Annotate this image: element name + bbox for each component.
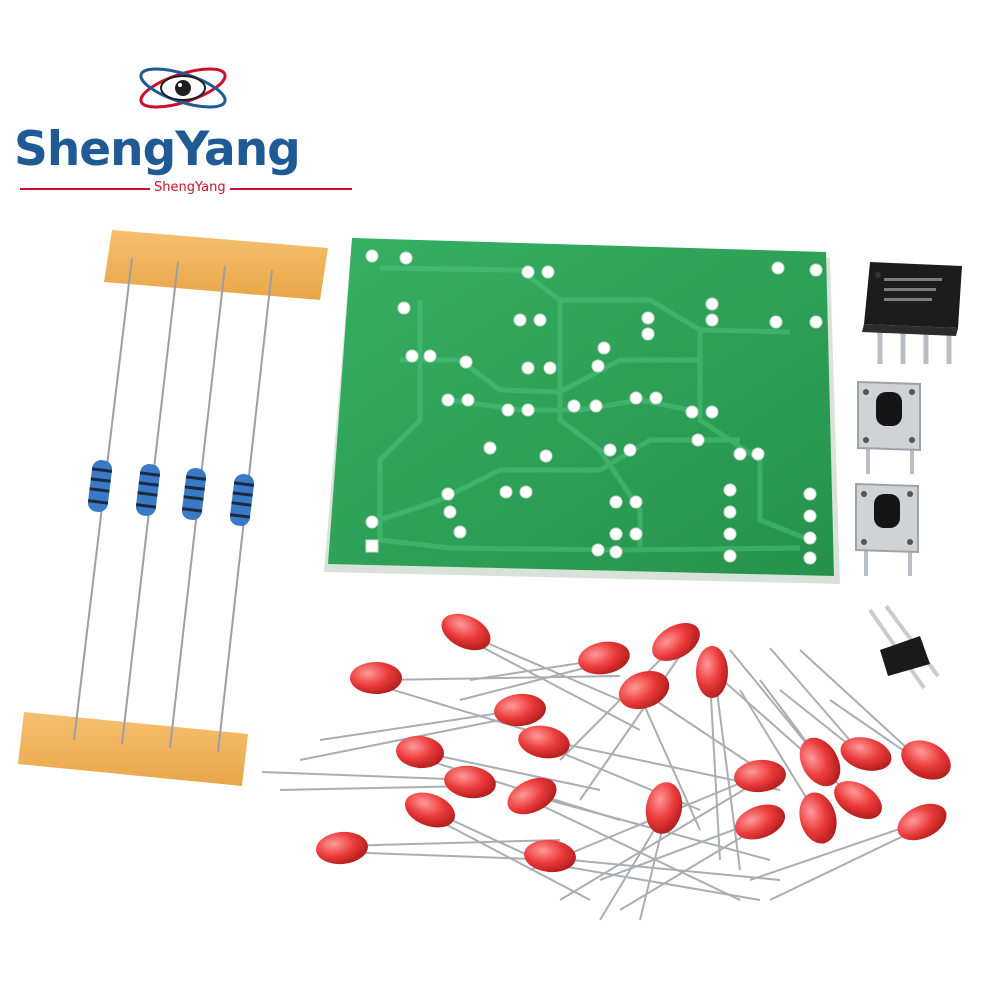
led-12 <box>799 737 841 787</box>
led-3 <box>652 623 700 661</box>
led-15 <box>507 777 557 815</box>
resistor-body-1 <box>87 460 113 512</box>
pcb-pads <box>365 249 823 565</box>
led-18 <box>734 804 786 840</box>
led-22 <box>316 831 368 865</box>
led-23 <box>524 839 576 873</box>
led-9 <box>396 735 444 769</box>
led-8 <box>518 725 570 759</box>
brand-title: ShengYang <box>14 122 301 177</box>
led-1 <box>441 613 491 651</box>
led-14 <box>901 740 951 780</box>
led-2 <box>578 641 630 675</box>
led-4 <box>350 662 402 694</box>
led-7 <box>494 693 546 727</box>
led-6 <box>618 670 670 710</box>
pin-header <box>868 604 940 690</box>
brand-subtitle: ShengYang <box>150 180 230 195</box>
tactile-switch-1 <box>857 380 921 474</box>
led-21 <box>897 803 947 841</box>
led-11 <box>734 759 786 793</box>
led-20 <box>834 781 882 819</box>
led-19 <box>799 792 837 844</box>
pcb-board <box>324 238 840 584</box>
led-16 <box>404 792 456 828</box>
eye-logo-icon <box>139 67 227 109</box>
tape-strip-top <box>104 230 328 300</box>
led-10 <box>444 765 496 799</box>
resistor-body-4 <box>229 474 255 526</box>
led-5 <box>696 646 728 698</box>
led-13 <box>840 737 892 771</box>
resistor-body-2 <box>135 464 161 516</box>
led-17 <box>645 782 683 834</box>
tape-strip-bottom <box>18 712 248 786</box>
tactile-switch-2 <box>855 482 919 576</box>
ic-chip <box>862 262 962 364</box>
resistor-body-3 <box>181 468 207 520</box>
